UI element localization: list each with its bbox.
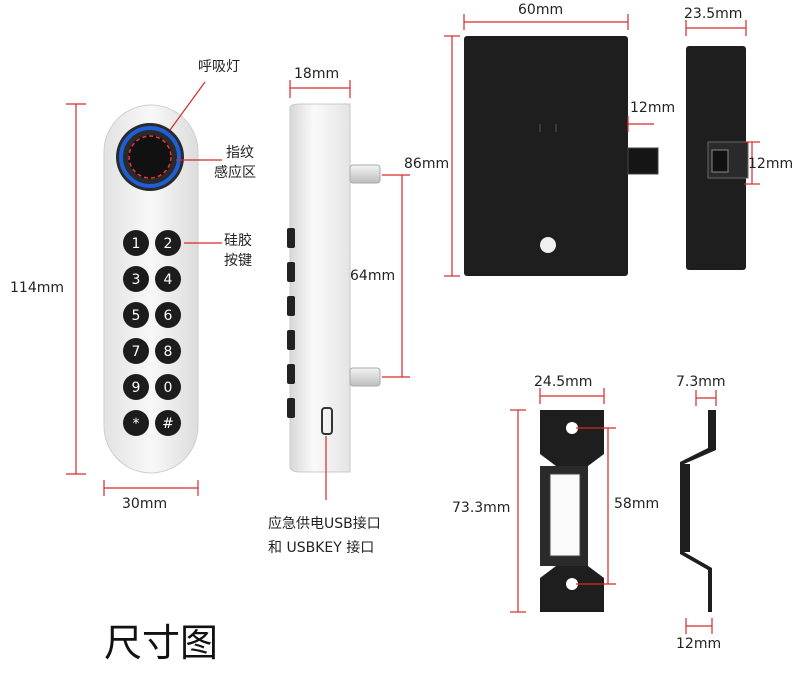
key-button (155, 410, 181, 436)
breathing-light-label: 呼吸灯 (198, 59, 240, 75)
key-label: 1 (132, 236, 141, 252)
dim-body-side-depth: 23.5mm (684, 6, 743, 22)
key-label: 3 (132, 272, 141, 288)
mounting-bolt-bottom (349, 367, 381, 387)
key-button (155, 302, 181, 328)
key-button (155, 230, 181, 256)
key-button (123, 230, 149, 256)
dim-strike-side-depth: 12mm (676, 636, 722, 652)
key-button (123, 338, 149, 364)
dim-body-width: 60mm (518, 2, 564, 18)
key-button (155, 338, 181, 364)
usb-caption-line1: 应急供电USB接口 (268, 516, 381, 532)
dim-keypad-width: 30mm (122, 496, 168, 512)
dim-strike-side-thickness: 7.3mm (676, 374, 726, 390)
key-label: * (133, 416, 140, 432)
fingerprint-label-line1: 指纹 (226, 145, 254, 161)
key-button (123, 302, 149, 328)
side-dimensions (289, 80, 410, 500)
key-label: 7 (132, 344, 141, 360)
usb-caption: 应急供电USB接口 和 USBKEY 接口 (268, 512, 381, 560)
key-button (123, 374, 149, 400)
silicone-label-line2: 按键 (224, 253, 252, 269)
mounting-bolt-top (349, 164, 381, 184)
usb-caption-line2: 和 USBKEY 接口 (268, 540, 375, 556)
keypad-front-view: 1 2 3 4 5 6 7 8 9 0 * # (103, 104, 199, 474)
usb-port-icon (321, 407, 333, 435)
key-label: 9 (132, 380, 141, 396)
key-button (123, 266, 149, 292)
lock-body-front (464, 36, 659, 276)
lock-body-dimensions (444, 14, 654, 277)
fingerprint-area-marker (128, 135, 172, 179)
dim-strike-width: 24.5mm (534, 374, 593, 390)
dim-bolt-spacing: 64mm (350, 268, 396, 284)
key-label: 6 (164, 308, 173, 324)
dim-side-depth: 18mm (294, 66, 340, 82)
keypad-side-view (287, 103, 381, 473)
key-label: 2 (164, 236, 173, 252)
strike-side-dimensions (685, 390, 717, 634)
silicone-label-line1: 硅胶 (224, 233, 252, 249)
strike-dimensions (510, 388, 616, 613)
dim-keypad-height: 114mm (10, 280, 64, 296)
dim-bolt-offset: 12mm (630, 100, 676, 116)
keypad-keys: 1 2 3 4 5 6 7 8 9 0 * # (123, 230, 181, 436)
dim-strike-height: 73.3mm (452, 500, 511, 516)
screw-hole-bottom (566, 578, 578, 590)
strike-plate-front (540, 410, 604, 612)
key-button (123, 410, 149, 436)
side-housing (289, 103, 351, 473)
key-label: 4 (164, 272, 173, 288)
strike-side-profile (680, 410, 716, 612)
page-title: 尺寸图 (104, 621, 219, 665)
key-button (155, 374, 181, 400)
keyhole-icon (540, 237, 556, 253)
key-button (155, 266, 181, 292)
strike-plate-side (680, 410, 716, 612)
breathing-light-ring (119, 126, 181, 188)
lock-body (464, 36, 628, 276)
keypad-dimensions (66, 81, 222, 496)
lock-side-dimensions (685, 20, 760, 185)
dim-strike-hole-spacing: 58mm (614, 496, 660, 512)
latch-bolt (627, 147, 659, 175)
lock-body-side (686, 46, 749, 270)
fingerprint-pad (128, 135, 172, 179)
strike-opening (549, 473, 581, 557)
fingerprint-label-line2: 感应区 (214, 165, 256, 181)
key-label: 0 (164, 380, 173, 396)
key-label: # (162, 416, 174, 432)
dim-bolt-height: 12mm (748, 156, 794, 172)
key-label: 5 (132, 308, 141, 324)
key-label: 8 (164, 344, 173, 360)
screw-hole-top (566, 422, 578, 434)
dim-body-height: 86mm (404, 156, 450, 172)
